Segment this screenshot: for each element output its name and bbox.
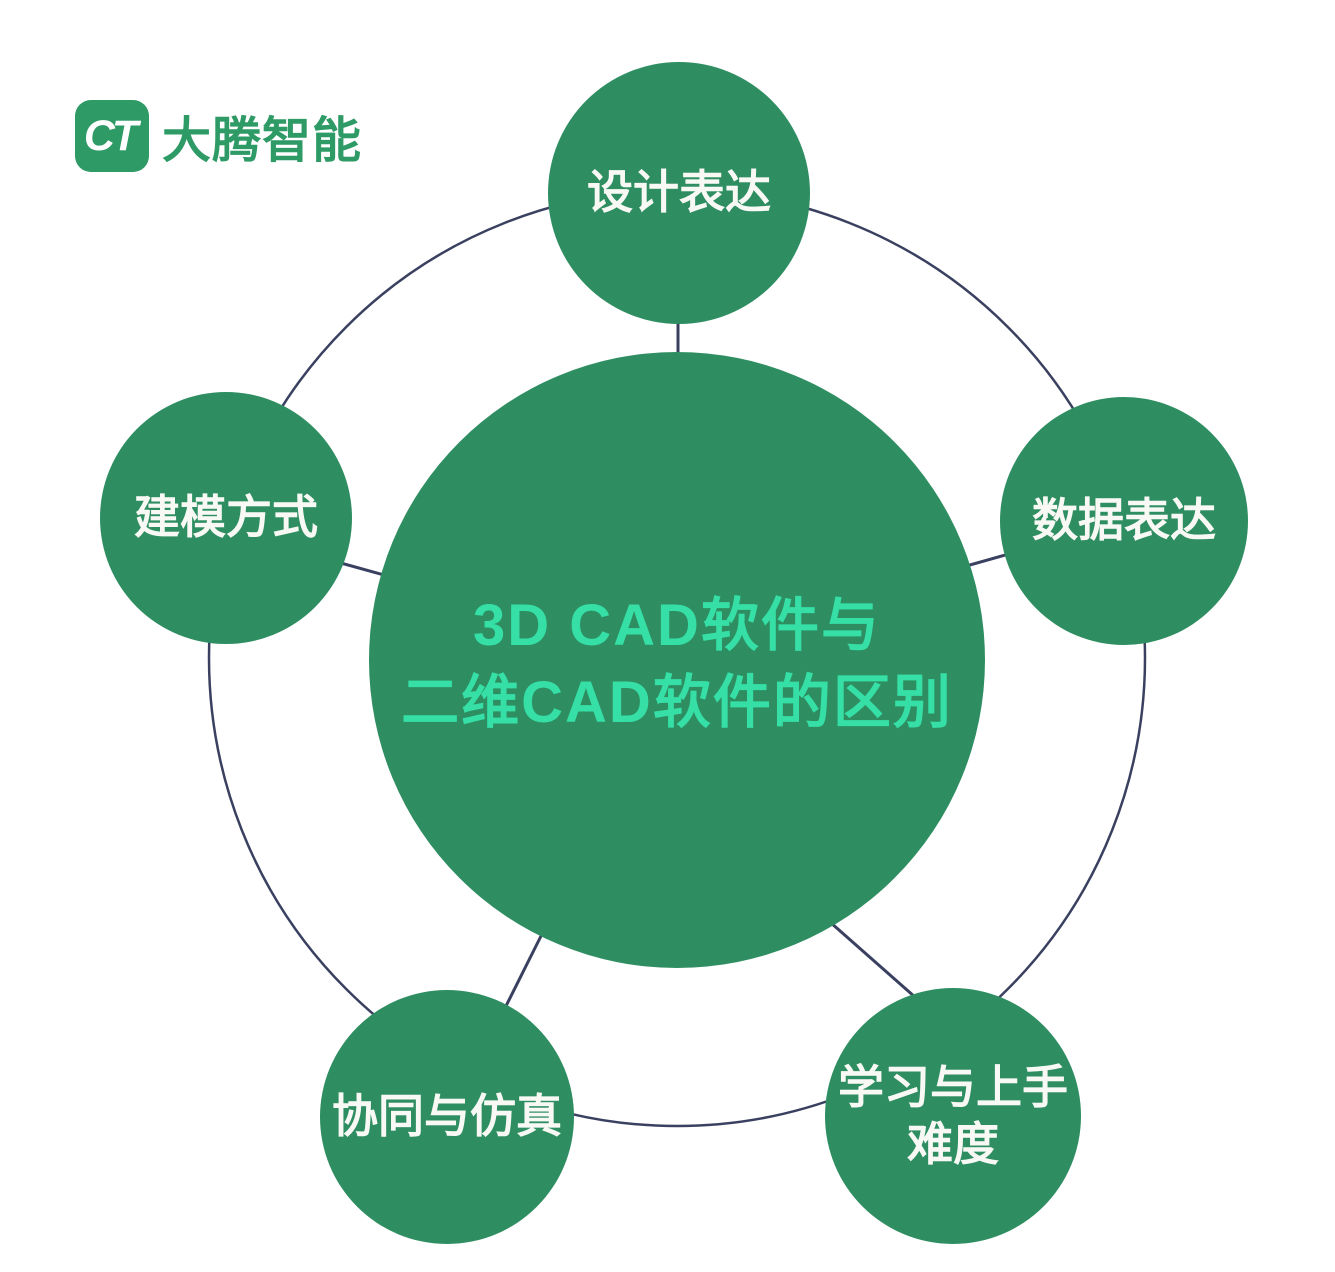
- logo-ct-icon: CT: [75, 100, 149, 172]
- logo: CT 大腾智能: [75, 100, 362, 172]
- node-data-expression: 数据表达: [1000, 397, 1248, 645]
- node-learning-difficulty: 学习与上手 难度: [825, 988, 1081, 1244]
- connector-bottom-right: [821, 913, 925, 1007]
- center-node: 3D CAD软件与 二维CAD软件的区别: [369, 352, 985, 968]
- node-label: 设计表达: [587, 166, 771, 219]
- node-modeling-method: 建模方式: [100, 392, 352, 644]
- node-label-line2: 难度: [907, 1118, 999, 1170]
- node-label-line1: 学习与上手: [838, 1060, 1068, 1113]
- node-label: 建模方式: [134, 491, 318, 544]
- node-label: 数据表达: [1032, 494, 1216, 547]
- center-title-line1: 3D CAD软件与: [473, 593, 881, 659]
- node-label: 协同与仿真: [332, 1090, 562, 1143]
- node-design-expression: 设计表达: [548, 62, 810, 324]
- brand-name: 大腾智能: [162, 113, 363, 168]
- center-title-line2: 二维CAD软件的区别: [401, 670, 953, 735]
- node-collaboration-simulation: 协同与仿真: [320, 990, 574, 1244]
